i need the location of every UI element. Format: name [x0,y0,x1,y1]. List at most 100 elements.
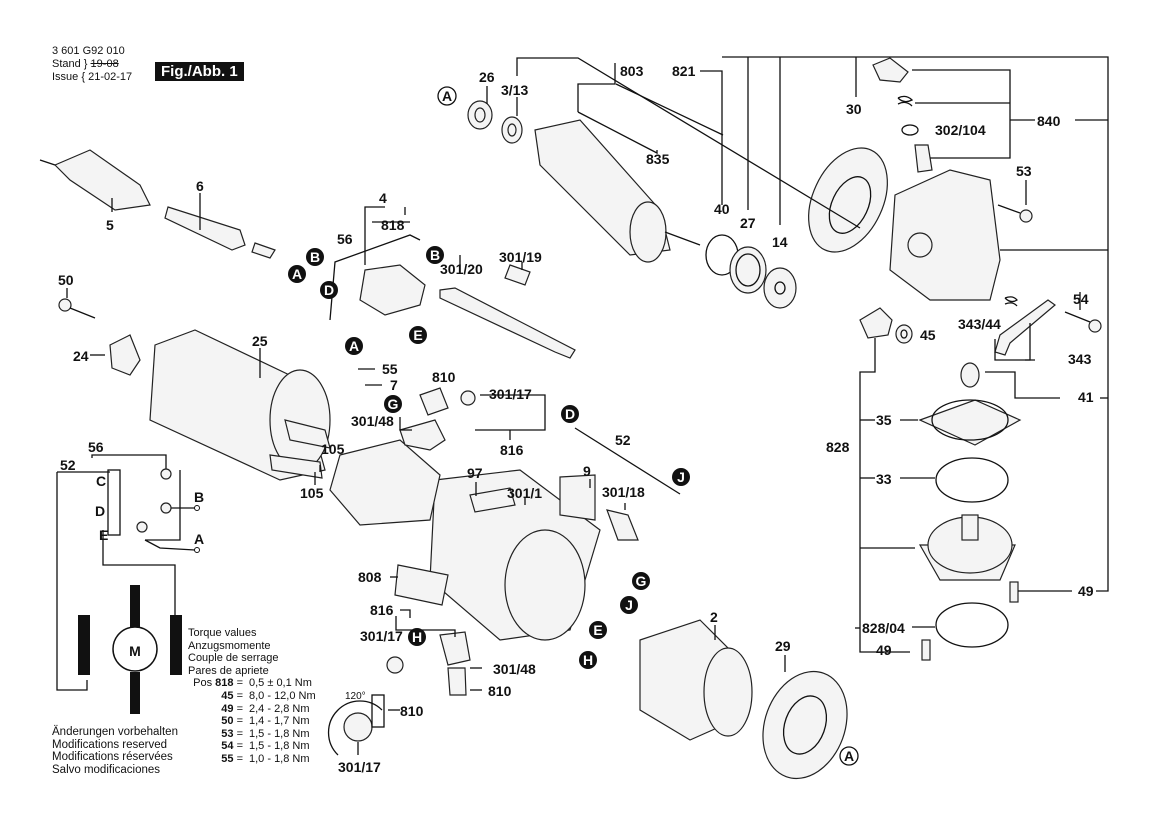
torque-title-de: Anzugsmomente [188,639,271,652]
screw-49 [921,581,1019,661]
bearing-3-13 [501,116,523,144]
o-ring-828-04 [935,602,1009,648]
label-821: 821 [672,63,696,79]
torque-row: Pos 818 =0,5 ± 0,1 Nm [193,677,312,690]
callout-a-outline-top: A [437,86,457,106]
label-301-17-top: 301/17 [489,386,532,402]
callout-h-stator: H [579,651,597,669]
label-24: 24 [73,348,89,364]
callout-d-wire: D [561,405,579,423]
leader-lines [66,56,1109,755]
label-302-104: 302/104 [935,122,986,138]
label-41: 41 [1078,389,1094,405]
label-343: 343 [1068,351,1092,367]
label-7: 7 [390,377,398,393]
bearing-26 [467,100,493,130]
label-816-bottom: 816 [370,602,394,618]
label-9: 9 [583,463,591,479]
torque-title-en: Torque values [188,627,257,639]
motor-symbol: M [129,643,141,659]
svg-text:H: H [412,629,422,645]
label-5: 5 [106,217,114,233]
terminal-a-label: A [194,531,204,547]
lock-lever-343 [994,296,1056,356]
seal-27 [729,246,767,294]
svg-text:G: G [636,573,647,589]
switch-knob-301-18 [606,509,639,541]
label-49-right: 49 [1078,583,1094,599]
label-50: 50 [58,272,74,288]
issue-date: 21-02-17 [88,71,133,83]
label-816-top: 816 [500,442,524,458]
wiring-schematic: M 56 52 C D E B A [56,439,204,714]
callout-e-stator: E [589,621,607,639]
svg-text:D: D [324,282,334,298]
callout-d-switch: D [320,281,338,299]
label-301-17-bottom: 301/17 [360,628,403,644]
part-number: 3 601 G92 010 [52,45,125,57]
callout-b-switch: B [426,246,444,264]
svg-text:J: J [677,469,685,485]
torque-row: 54 =1,5 - 1,8 Nm [221,740,310,753]
spring-301-17 [327,694,385,756]
part-labels: 26 3/13 803 821 835 30 302/104 840 53 40… [58,63,1094,775]
terminal-c-label: C [96,473,106,489]
bearing-14 [763,267,797,309]
label-27: 27 [740,215,756,231]
wire-52-label: 52 [60,457,76,473]
svg-text:E: E [593,622,602,638]
torque-row: 55 =1,0 - 1,8 Nm [221,752,310,765]
label-105-lower: 105 [300,485,324,501]
label-14: 14 [772,234,788,250]
front-housing [429,469,601,641]
note-es: Salvo modificaciones [52,763,161,776]
label-810-bottom: 810 [488,683,512,699]
torque-row: 53 =1,5 - 1,8 Nm [221,727,310,740]
svg-text:A: A [349,338,359,354]
label-301-17-spring: 301/17 [338,759,381,775]
label-301-48-bottom: 301/48 [493,661,536,677]
svg-text:A: A [292,266,302,282]
old-date: 19-08 [90,58,119,70]
label-828-04: 828/04 [862,620,905,636]
label-55: 55 [382,361,398,377]
label-30: 30 [846,101,862,117]
modification-notes: Änderungen vorbehalten Modifications res… [52,726,178,776]
label-49-bottom: 49 [876,642,892,658]
flange-35 [918,399,1022,446]
terminal-e-label: E [99,527,108,543]
screw-50 [58,298,96,319]
svg-text:H: H [583,652,593,668]
callout-b-cable: B [306,248,324,266]
callout-j-stator: J [620,596,638,614]
screw-53 [997,204,1033,223]
label-33: 33 [876,471,892,487]
figure-label: Fig./Abb. 1 [155,62,244,81]
svg-text:E: E [413,327,422,343]
callout-h-brush: H [408,628,426,646]
torque-title-fr: Couple de serrage [188,652,279,665]
label-56: 56 [337,231,353,247]
svg-text:J: J [625,597,633,613]
brush-holder-lower [386,631,471,696]
document-header: 3 601 G92 010 Stand } 19-08 Issue { 21-0… [52,45,133,83]
callout-a-outline-bottom: A [839,746,859,766]
torque-row: 49 =2,4 - 2,8 Nm [221,702,310,715]
label-29: 29 [775,638,791,654]
label-828: 828 [826,439,850,455]
label-52: 52 [615,432,631,448]
label-810-spring: 810 [400,703,424,719]
armature [534,119,701,263]
label-9 [559,474,596,521]
nut-45 [895,324,913,344]
note-de: Änderungen vorbehalten [52,726,178,738]
label-25: 25 [252,333,268,349]
terminal-b-label: B [194,489,204,505]
label-105-upper: 105 [321,441,345,457]
bevel-gear-assembly [918,514,1016,581]
svg-text:D: D [565,406,575,422]
svg-text:A: A [844,748,854,764]
label-3-13: 3/13 [501,82,528,98]
label-54: 54 [1073,291,1089,307]
